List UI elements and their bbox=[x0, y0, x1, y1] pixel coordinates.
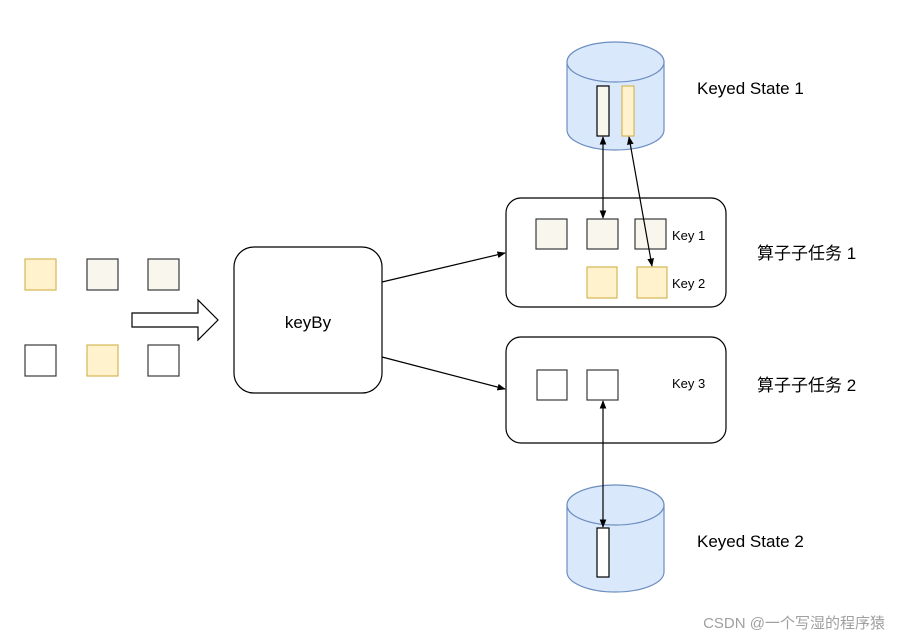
input-item-white bbox=[147, 344, 180, 377]
keyed-state-2-label: Keyed State 2 bbox=[697, 532, 804, 551]
subtask-2: Key 3 bbox=[505, 336, 727, 444]
cylinder-body bbox=[566, 504, 665, 593]
state-entry-key-3 bbox=[596, 527, 610, 578]
input-item-white bbox=[24, 344, 57, 377]
key-label: Key 1 bbox=[672, 228, 705, 243]
subtask-2-item bbox=[536, 369, 568, 401]
subtask-1-item bbox=[535, 218, 568, 250]
watermark: CSDN @一个写湿的程序猿 bbox=[703, 615, 885, 632]
subtask-1: Key 1 Key 2 bbox=[505, 197, 727, 308]
keyed-state-1-label: Keyed State 1 bbox=[697, 79, 804, 98]
state-access-arrow-key-2 bbox=[627, 136, 654, 267]
keyby-box bbox=[233, 246, 383, 394]
key-label: Key 3 bbox=[672, 376, 705, 391]
keyed-state-2-cylinder bbox=[566, 484, 665, 593]
edge-to-subtask-1 bbox=[381, 251, 506, 283]
input-item-yellow bbox=[86, 344, 119, 377]
flow-arrow-icon bbox=[131, 298, 219, 342]
subtask-1-item-yellow bbox=[636, 266, 668, 299]
subtask-2-item bbox=[586, 369, 619, 401]
subtask-1-item-yellow bbox=[586, 266, 618, 299]
subtask-2-label: 算子子任务 2 bbox=[757, 376, 856, 395]
state-entry-key-2 bbox=[621, 85, 635, 137]
cylinder-body bbox=[566, 61, 665, 151]
input-item-yellow bbox=[24, 258, 57, 291]
input-item-beige bbox=[147, 258, 180, 291]
subtask-1-item bbox=[634, 218, 667, 250]
cylinder-top bbox=[566, 41, 665, 83]
keyby-operator: keyBy bbox=[233, 246, 383, 394]
input-stream bbox=[24, 258, 180, 377]
state-entry-key-1 bbox=[596, 85, 610, 137]
keyby-label: keyBy bbox=[285, 313, 332, 332]
input-item-beige bbox=[86, 258, 119, 291]
subtask-1-label: 算子子任务 1 bbox=[757, 244, 856, 263]
keyed-state-1-cylinder bbox=[566, 41, 665, 151]
edge-to-subtask-2 bbox=[381, 356, 506, 391]
cylinder-top bbox=[566, 484, 665, 526]
subtask-1-item bbox=[586, 218, 619, 250]
key-label: Key 2 bbox=[672, 276, 705, 291]
